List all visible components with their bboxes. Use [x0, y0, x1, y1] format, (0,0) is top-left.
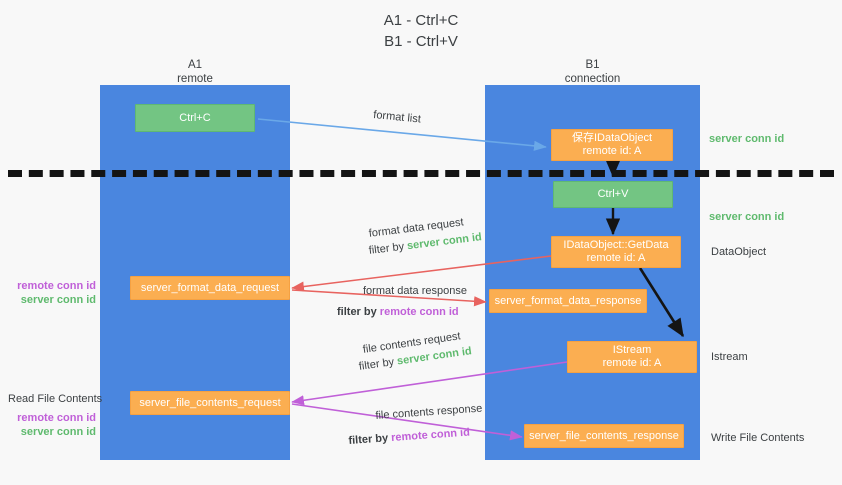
node-server-file-contents-request-label: server_file_contents_request: [139, 396, 281, 409]
left-label-read-file-contents-text: Read File Contents: [8, 393, 103, 405]
lane-header-a1: A1 remote: [100, 58, 290, 86]
right-label-write-file-contents: Write File Contents: [711, 431, 804, 445]
node-server-file-contents-request[interactable]: server_file_contents_request: [130, 391, 290, 415]
title-line-2: B1 - Ctrl+V: [384, 33, 458, 50]
node-getdata-sub: remote id: A: [586, 252, 646, 264]
node-getdata[interactable]: IDataObject::GetData remote id: A: [551, 236, 681, 268]
node-istream[interactable]: IStream remote id: A: [567, 341, 697, 373]
node-save-idataobject-label: 保存IDataObject: [571, 132, 653, 144]
node-save-idataobject[interactable]: 保存IDataObject remote id: A: [551, 129, 673, 161]
node-ctrl-c-label: Ctrl+C: [179, 111, 211, 124]
right-label-server-conn-id-top: server conn id: [709, 132, 784, 146]
right-label-server-conn-id-top-text: server conn id: [709, 133, 785, 145]
title-line-1: A1 - Ctrl+C: [383, 12, 459, 29]
node-istream-sub: remote id: A: [602, 357, 662, 369]
label-file-contents-response: file contents response: [375, 402, 483, 423]
node-server-file-contents-response-label: server_file_contents_response: [529, 429, 679, 442]
left-label-server-conn-id-1: server conn id: [20, 294, 96, 306]
lane-header-b1: B1 connection: [485, 58, 700, 86]
label-filter-prefix-4: filter by: [348, 432, 392, 447]
label-filter-key-remote-conn-id: remote conn id: [379, 306, 459, 318]
label-format-data-response-filter: filter by remote conn id: [337, 305, 459, 319]
label-file-contents-response-filter: filter by remote conn id: [348, 426, 470, 448]
left-label-group-format: remote conn id server conn id: [0, 279, 96, 307]
label-format-data-response: format data response: [363, 284, 467, 298]
node-istream-label: IStream: [612, 344, 652, 356]
left-label-read-file-contents: Read File Contents: [8, 392, 102, 406]
right-label-istream: Istream: [711, 350, 748, 364]
lane-b1-name: B1: [585, 59, 600, 71]
node-ctrl-v[interactable]: Ctrl+V: [553, 181, 673, 208]
label-filter-prefix-3: filter by: [358, 355, 398, 373]
right-label-server-conn-id-mid: server conn id: [709, 210, 784, 224]
node-ctrl-c[interactable]: Ctrl+C: [135, 104, 255, 132]
node-server-format-data-response[interactable]: server_format_data_response: [489, 289, 647, 313]
lane-a1-sub: remote: [177, 73, 213, 85]
right-label-write-file-contents-text: Write File Contents: [711, 432, 805, 444]
label-filter-prefix-2: filter by: [337, 306, 380, 318]
label-format-list: format list: [373, 108, 422, 127]
label-format-data-response-text: format data response: [363, 285, 467, 297]
left-label-remote-conn-id-2: remote conn id: [17, 412, 96, 424]
left-label-server-conn-id-2: server conn id: [20, 426, 96, 438]
node-getdata-label: IDataObject::GetData: [563, 239, 669, 251]
node-server-format-data-request[interactable]: server_format_data_request: [130, 276, 290, 300]
label-filter-prefix: filter by: [368, 240, 408, 257]
right-label-istream-text: Istream: [711, 351, 748, 363]
phase-separator: [8, 170, 834, 177]
right-label-dataobject-text: DataObject: [711, 246, 767, 258]
node-ctrl-v-label: Ctrl+V: [597, 188, 629, 200]
lane-b1-sub: connection: [564, 73, 621, 85]
label-file-contents-response-text: file contents response: [375, 402, 483, 422]
node-save-idataobject-sub: remote id: A: [582, 145, 642, 157]
node-server-format-data-request-label: server_format_data_request: [140, 281, 280, 294]
right-label-server-conn-id-mid-text: server conn id: [709, 211, 785, 223]
lane-a1-name: A1: [187, 59, 203, 71]
label-format-list-text: format list: [372, 108, 422, 126]
page-title: A1 - Ctrl+C B1 - Ctrl+V: [0, 10, 842, 52]
node-server-file-contents-response[interactable]: server_file_contents_response: [524, 424, 684, 448]
left-label-remote-conn-id-1: remote conn id: [17, 280, 96, 292]
node-server-format-data-response-label: server_format_data_response: [494, 294, 642, 307]
left-label-group-file: remote conn id server conn id: [0, 411, 96, 439]
right-label-dataobject: DataObject: [711, 245, 766, 259]
label-filter-key-remote-conn-id-2: remote conn id: [390, 426, 471, 444]
